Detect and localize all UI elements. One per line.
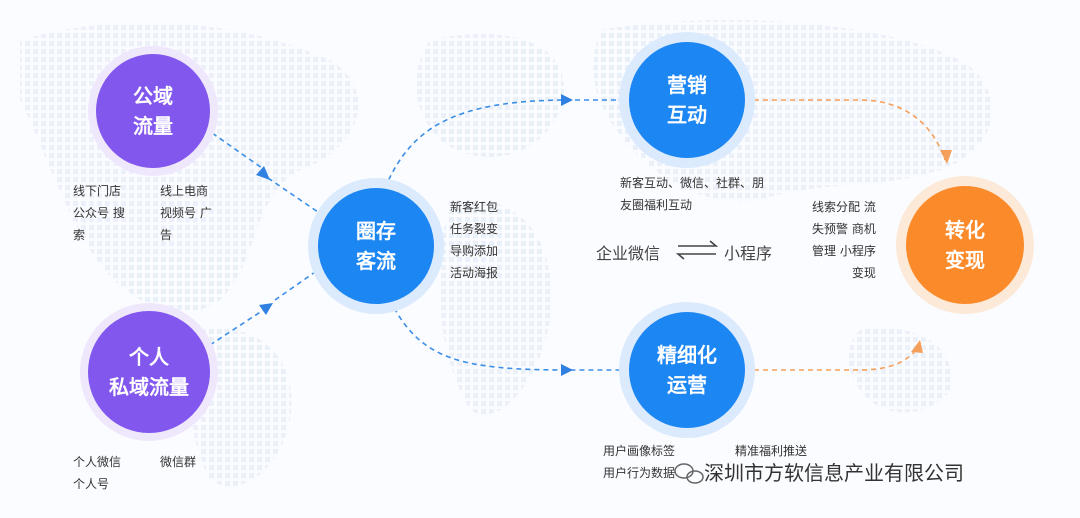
label-line: 变现 bbox=[851, 266, 876, 280]
private-labels-right: 微信群 bbox=[160, 451, 196, 473]
label-line: 精准福利推送 bbox=[735, 444, 808, 458]
label-line: 失预警 商机 bbox=[812, 222, 876, 236]
retain-node: 圈存客流 bbox=[318, 188, 434, 304]
public-labels-right: 线上电商 视频号 广 告 bbox=[160, 180, 212, 246]
arrow-public-to-retain-tail bbox=[267, 177, 319, 213]
refined-line1: 精细化 bbox=[657, 343, 717, 367]
label-line: 活动海报 bbox=[450, 266, 499, 280]
label-line: 公众号 搜 bbox=[73, 206, 125, 220]
arrow-retain-to-refined bbox=[389, 299, 628, 371]
public-traffic-node: 公域流量 bbox=[96, 54, 210, 168]
watermark-text: 深圳市方软信息产业有限公司 bbox=[704, 461, 964, 485]
exchange-icon bbox=[675, 240, 719, 260]
center-left-label: 企业微信 bbox=[596, 244, 661, 263]
private-traffic-node: 个人私域流量 bbox=[88, 311, 210, 433]
label-line: 微信群 bbox=[160, 455, 197, 469]
private-line2: 私域流量 bbox=[109, 375, 189, 399]
arrowhead-convert-bottom bbox=[911, 340, 923, 353]
public-line2: 流量 bbox=[133, 114, 173, 138]
refined-labels-left: 用户画像标签 用户行为数据 bbox=[603, 440, 675, 484]
label-line: 索 bbox=[73, 228, 86, 242]
arrow-public-to-retain bbox=[204, 127, 263, 169]
arrow-private-to-retain-tail bbox=[274, 269, 319, 301]
refined-line2: 运营 bbox=[667, 373, 707, 397]
label-line: 线下门店 bbox=[73, 184, 122, 198]
arrow-private-to-retain bbox=[209, 306, 269, 346]
label-line: 新客互动、微信、社群、朋 bbox=[620, 176, 765, 190]
label-line: 管理 小程序 bbox=[812, 244, 876, 258]
arrow-retain-to-marketing bbox=[384, 99, 628, 189]
arrowhead-refined bbox=[561, 364, 573, 376]
label-line: 友圈福利互动 bbox=[620, 198, 693, 212]
arrowhead-convert-top bbox=[940, 150, 952, 164]
retain-line1: 圈存 bbox=[356, 219, 396, 243]
marketing-line2: 互动 bbox=[667, 103, 707, 127]
label-line: 个人号 bbox=[73, 477, 110, 491]
label-line: 线上电商 bbox=[160, 184, 209, 198]
label-line: 线索分配 流 bbox=[812, 200, 876, 214]
marketing-labels: 新客互动、微信、社群、朋 友圈福利互动 bbox=[620, 172, 764, 216]
label-line: 用户画像标签 bbox=[603, 444, 676, 458]
label-line: 任务裂变 bbox=[450, 222, 499, 236]
label-line: 导购添加 bbox=[450, 244, 499, 258]
retain-labels: 新客红包 任务裂变 导购添加 活动海报 bbox=[450, 196, 498, 284]
marketing-node: 营销互动 bbox=[629, 42, 745, 158]
refined-labels-right: 精准福利推送 bbox=[735, 440, 807, 462]
retain-line2: 客流 bbox=[356, 249, 396, 273]
arrow-heads bbox=[256, 94, 952, 376]
convert-line2: 变现 bbox=[945, 248, 985, 272]
refined-node: 精细化运营 bbox=[629, 312, 745, 428]
private-line1: 个人 bbox=[129, 345, 169, 369]
label-line: 用户行为数据 bbox=[603, 466, 676, 480]
label-line: 新客红包 bbox=[450, 200, 499, 214]
label-line: 视频号 广 bbox=[160, 206, 212, 220]
arrow-marketing-to-convert bbox=[745, 99, 946, 161]
convert-labels: 线索分配 流 失预警 商机 管理 小程序 变现 bbox=[812, 196, 876, 284]
convert-line1: 转化 bbox=[945, 218, 985, 242]
wechat-icon bbox=[674, 463, 704, 484]
convert-node: 转化变现 bbox=[906, 186, 1024, 304]
marketing-line1: 营销 bbox=[667, 73, 707, 97]
center-right-label: 小程序 bbox=[724, 244, 773, 263]
arrowhead-private bbox=[259, 303, 273, 315]
public-line1: 公域 bbox=[133, 84, 173, 108]
arrowhead-marketing bbox=[561, 94, 573, 106]
label-line: 告 bbox=[160, 228, 173, 242]
arrowhead-public bbox=[256, 166, 270, 180]
label-line: 个人微信 bbox=[73, 455, 122, 469]
public-labels-left: 线下门店 公众号 搜 索 bbox=[73, 180, 125, 246]
private-labels-left: 个人微信 个人号 bbox=[73, 451, 121, 495]
